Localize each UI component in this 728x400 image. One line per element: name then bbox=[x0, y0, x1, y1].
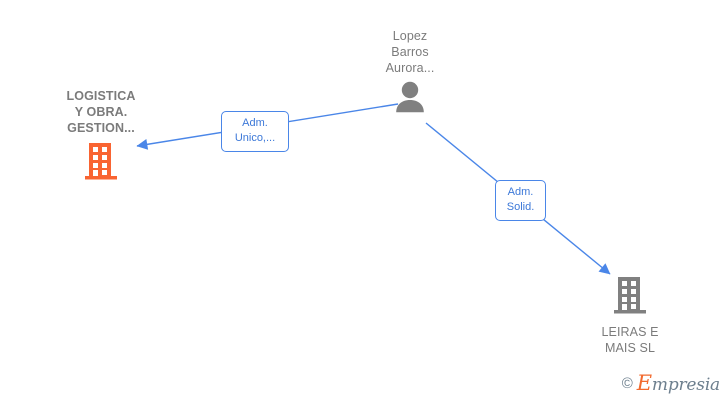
node-company-main-label: LOGISTICA Y OBRA. GESTION... bbox=[66, 89, 136, 135]
building-icon bbox=[83, 141, 119, 186]
edge-label-adm-unico[interactable]: Adm. Unico,... bbox=[221, 111, 289, 152]
node-company-other-label: LEIRAS E MAIS SL bbox=[601, 325, 659, 355]
brand-initial: E bbox=[636, 371, 652, 395]
node-person-label: Lopez Barros Aurora... bbox=[385, 29, 435, 75]
brand-rest: mpresia bbox=[651, 375, 720, 395]
edge-label-adm-solid[interactable]: Adm. Solid. bbox=[495, 180, 546, 221]
copyright-icon: © bbox=[621, 375, 633, 392]
node-person[interactable]: Lopez Barros Aurora... bbox=[330, 28, 490, 118]
watermark: © Empresia bbox=[622, 373, 720, 394]
person-icon bbox=[393, 81, 427, 118]
node-company-main[interactable]: LOGISTICA Y OBRA. GESTION... bbox=[21, 88, 181, 186]
node-company-other[interactable]: LEIRAS E MAIS SL bbox=[550, 275, 710, 356]
brand-logo: Empresia bbox=[637, 373, 720, 394]
building-icon bbox=[612, 275, 648, 320]
